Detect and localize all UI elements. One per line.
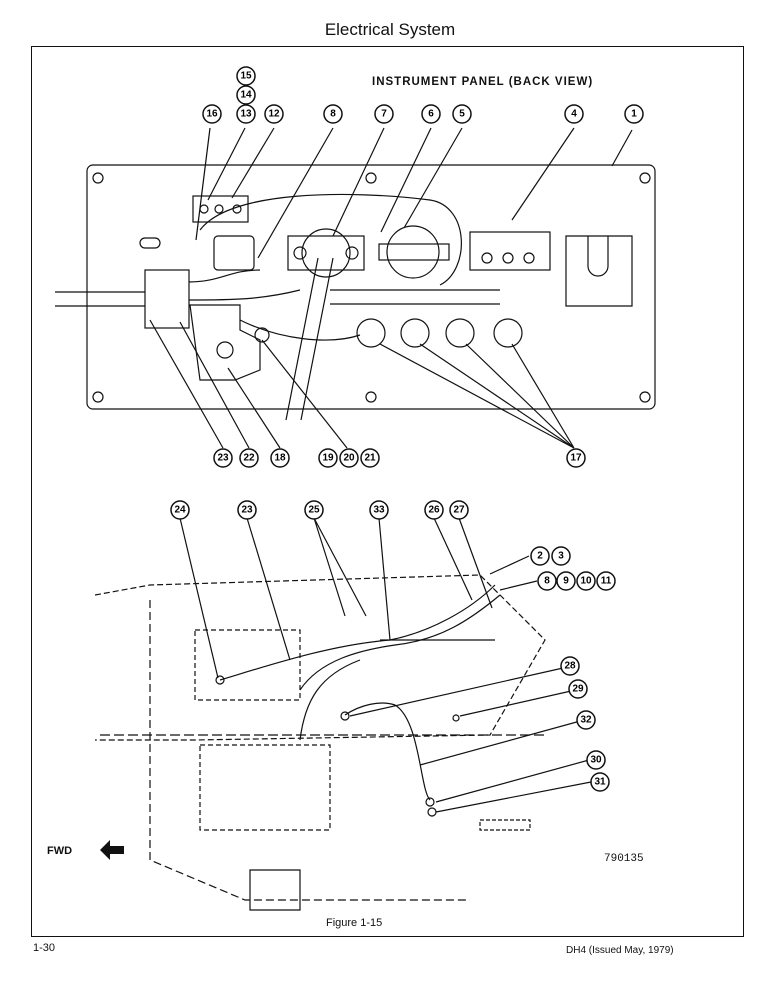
callout-31: 31: [590, 772, 610, 792]
callout-13: 13: [236, 104, 256, 124]
callout-23: 23: [213, 448, 233, 468]
callout-label: 5: [459, 109, 465, 120]
callout-1: 1: [624, 104, 644, 124]
callout-label: 23: [241, 505, 253, 516]
callout-21: 21: [360, 448, 380, 468]
callout-label: 16: [206, 109, 218, 120]
callout-label: 33: [373, 505, 385, 516]
callout-label: 6: [428, 109, 434, 120]
callout-26: 26: [424, 500, 444, 520]
callout-7: 7: [374, 104, 394, 124]
terminal-block: [192, 195, 249, 223]
callout-10: 10: [576, 571, 596, 591]
callout-label: 28: [564, 661, 576, 672]
callout-12: 12: [264, 104, 284, 124]
page-title: Electrical System: [324, 20, 456, 39]
callout-14: 14: [236, 85, 256, 105]
callout-label: 30: [590, 755, 602, 766]
callout-28: 28: [560, 656, 580, 676]
callout-11: 11: [596, 571, 616, 591]
callout-19: 19: [318, 448, 338, 468]
page-number: 1-30: [33, 942, 56, 954]
callout-30: 30: [586, 750, 606, 770]
panel-heading: INSTRUMENT PANEL (BACK VIEW): [372, 76, 594, 88]
callouts-bottom: 24 23 25 33 26 27 2 3 8 9 10 11 28 29 32…: [170, 500, 616, 792]
callout-label: 22: [243, 453, 255, 464]
callout-label: 4: [571, 109, 577, 120]
callout-32: 32: [576, 710, 596, 730]
callout-label: 12: [268, 109, 280, 120]
callout-4: 4: [564, 104, 584, 124]
callout-18: 18: [270, 448, 290, 468]
callout-8: 8: [537, 571, 557, 591]
callout-27: 27: [449, 500, 469, 520]
fwd-label: FWD: [47, 845, 73, 857]
callout-label: 26: [428, 505, 440, 516]
callout-label: 13: [240, 109, 252, 120]
callout-23: 23: [237, 500, 257, 520]
callout-20: 20: [339, 448, 359, 468]
callout-label: 14: [240, 90, 252, 101]
callout-6: 6: [421, 104, 441, 124]
callout-label: 19: [322, 453, 334, 464]
callout-9: 9: [556, 571, 576, 591]
callout-label: 11: [601, 576, 612, 587]
callouts-top: 15 14 13 16 12 8 7 6 5 4 1 23 22 18 19 2…: [202, 66, 644, 468]
callout-label: 9: [563, 576, 569, 587]
callout-29: 29: [568, 679, 588, 699]
callout-8: 8: [323, 104, 343, 124]
callout-label: 7: [381, 109, 387, 120]
callout-label: 8: [330, 109, 336, 120]
callout-label: 15: [240, 71, 252, 82]
callout-5: 5: [452, 104, 472, 124]
callout-label: 27: [453, 505, 465, 516]
issue-note: DH4 (Issued May, 1979): [566, 945, 674, 956]
callout-25: 25: [304, 500, 324, 520]
callout-label: 18: [274, 453, 286, 464]
callout-33: 33: [369, 500, 389, 520]
callout-3: 3: [551, 546, 571, 566]
callout-24: 24: [170, 500, 190, 520]
callout-label: 25: [308, 505, 320, 516]
callout-label: 32: [580, 715, 592, 726]
callout-2: 2: [530, 546, 550, 566]
callout-16: 16: [202, 104, 222, 124]
drawing-number: 790135: [604, 853, 644, 865]
callout-label: 31: [594, 777, 606, 788]
figure-frame: [31, 46, 744, 937]
callout-22: 22: [239, 448, 259, 468]
callout-label: 17: [570, 453, 582, 464]
callout-label: 29: [572, 684, 584, 695]
callout-label: 23: [217, 453, 229, 464]
callout-label: 2: [537, 551, 543, 562]
callout-label: 21: [364, 453, 376, 464]
callout-label: 10: [580, 576, 592, 587]
fwd-arrow-icon: [100, 840, 124, 860]
callout-17: 17: [566, 448, 586, 468]
callout-label: 8: [544, 576, 550, 587]
callout-label: 1: [631, 109, 637, 120]
callout-15: 15: [236, 66, 256, 86]
callout-label: 3: [558, 551, 564, 562]
callout-label: 24: [174, 505, 186, 516]
callout-label: 20: [343, 453, 355, 464]
figure-caption: Figure 1-15: [326, 917, 383, 929]
instrument-panel-plate: [86, 164, 656, 410]
